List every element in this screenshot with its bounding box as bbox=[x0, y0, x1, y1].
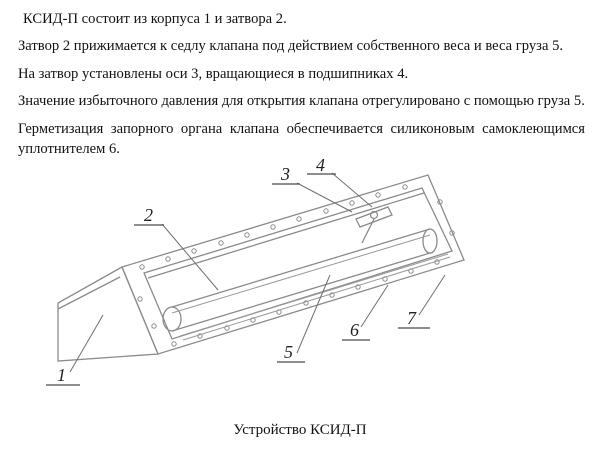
leader-line-4 bbox=[331, 172, 373, 207]
leader-line-7 bbox=[418, 274, 446, 315]
leader-line-6 bbox=[360, 284, 389, 327]
body-text: КСИД-П состоит из корпуса 1 и затвора 2.… bbox=[0, 0, 600, 160]
valve-isometric-drawing: 1 2 3 4 5 6 7 bbox=[46, 155, 465, 386]
callout-number-5: 5 bbox=[284, 342, 293, 362]
paragraph-intro: КСИД-П состоит из корпуса 1 и затвора 2. bbox=[23, 11, 287, 27]
leader-line-1 bbox=[69, 314, 104, 372]
callout-number-1: 1 bbox=[57, 365, 66, 385]
paragraph-axes: На затвор установлены оси 3, вращающиеся… bbox=[18, 65, 409, 82]
callout-underlines bbox=[46, 172, 430, 386]
paragraph-gate: Затвор 2 прижимается к седлу клапана под… bbox=[18, 38, 564, 55]
figure-caption: Устройство КСИД-П bbox=[233, 422, 367, 438]
leader-lines bbox=[69, 172, 446, 372]
leader-line-3 bbox=[296, 182, 353, 212]
bolt-holes bbox=[137, 183, 455, 347]
callout-number-7: 7 bbox=[407, 308, 417, 328]
technical-drawing: 1 2 3 4 5 6 7 bbox=[0, 155, 600, 394]
axis-bearing-detail bbox=[355, 205, 393, 243]
gate-cylinder bbox=[162, 227, 438, 332]
callout-number-2: 2 bbox=[144, 205, 153, 225]
callout-number-4: 4 bbox=[316, 157, 325, 175]
leader-line-2 bbox=[161, 223, 219, 290]
leader-line-5 bbox=[296, 274, 331, 353]
callout-number-3: 3 bbox=[280, 164, 290, 184]
seal-strip bbox=[179, 253, 451, 341]
callout-number-6: 6 bbox=[350, 320, 359, 340]
paragraph-seal: Герметизация запорного органа клапана об… bbox=[18, 120, 585, 158]
valve-body-hopper bbox=[57, 265, 159, 362]
paragraph-pressure: Значение избыточного давления для открыт… bbox=[18, 93, 585, 110]
